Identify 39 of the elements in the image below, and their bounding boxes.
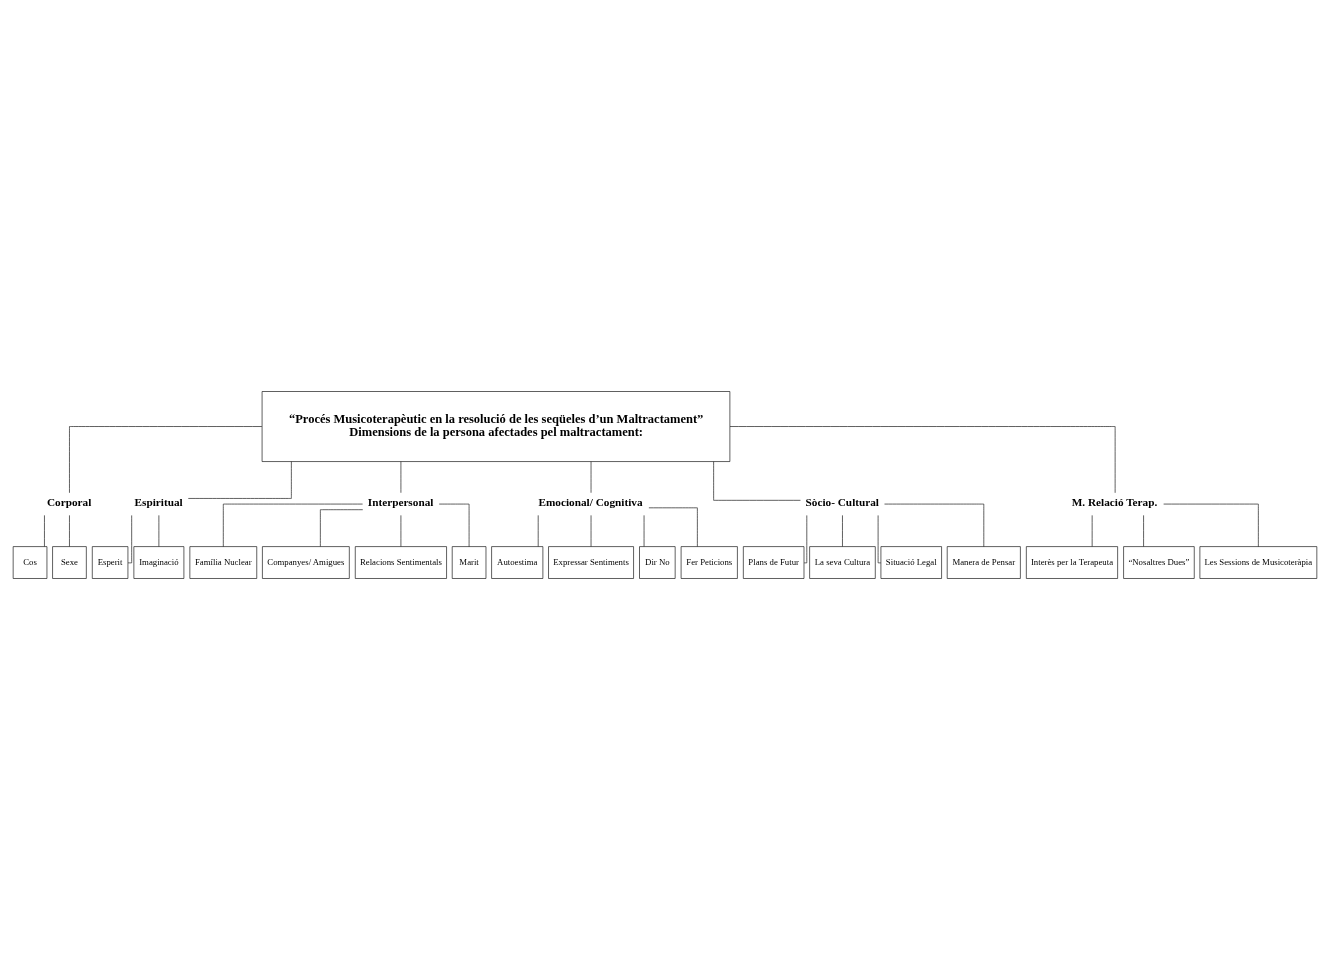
node-box: Imaginació [133,546,185,579]
connector [438,503,470,547]
connector [69,515,70,547]
connector [320,509,364,547]
node-text: M. Relació Terap. [1071,496,1158,509]
connector [648,507,698,547]
node-text: Sòcio- Cultural [805,496,880,509]
connector [842,515,843,547]
connector [1143,515,1144,547]
node-box: Sexe [52,546,87,579]
node-text: Espiritual [134,496,183,509]
node-box: Autoestima [491,546,544,579]
node-box: “Nosaltres Dues” [1123,546,1195,579]
node-text: Emocional/ Cognitiva [538,496,643,509]
node-box: Plans de Futur [743,546,805,579]
connector [713,461,801,501]
node-box: Fer Peticions [680,546,738,579]
node-box: Expressar Sentiments [548,546,634,579]
node-box: Companyes/ Amigues [262,546,350,579]
node-box: Dir No [639,546,676,579]
node-box: “Procés Musicoterapèutic en la resolució de les seqüeles d’un Maltractament” Dimensions de la persona afectades pel maltractament: [261,391,731,462]
node-box: Manera de Pensar [946,546,1021,579]
connector [187,461,292,499]
connector [44,515,45,547]
node-box: Situació Legal [880,546,942,579]
node-box: Interès per la Terapeuta [1026,546,1118,579]
node-box: Esperit [91,546,129,579]
node-box: Relacions Sentimentals [354,546,447,579]
node-box: Marit [451,546,487,579]
connector [1163,503,1259,547]
connector [884,503,985,547]
node-box: Cos [12,546,48,579]
connector [223,503,363,547]
node-box: Les Sessions de Musicoteràpia [1199,546,1318,579]
connector [729,426,1116,494]
node-box: Família Nuclear [189,546,258,579]
node-text: Corporal [46,496,92,509]
node-box: La seva Cultura [809,546,876,579]
node-text: Interpersonal [367,496,434,509]
